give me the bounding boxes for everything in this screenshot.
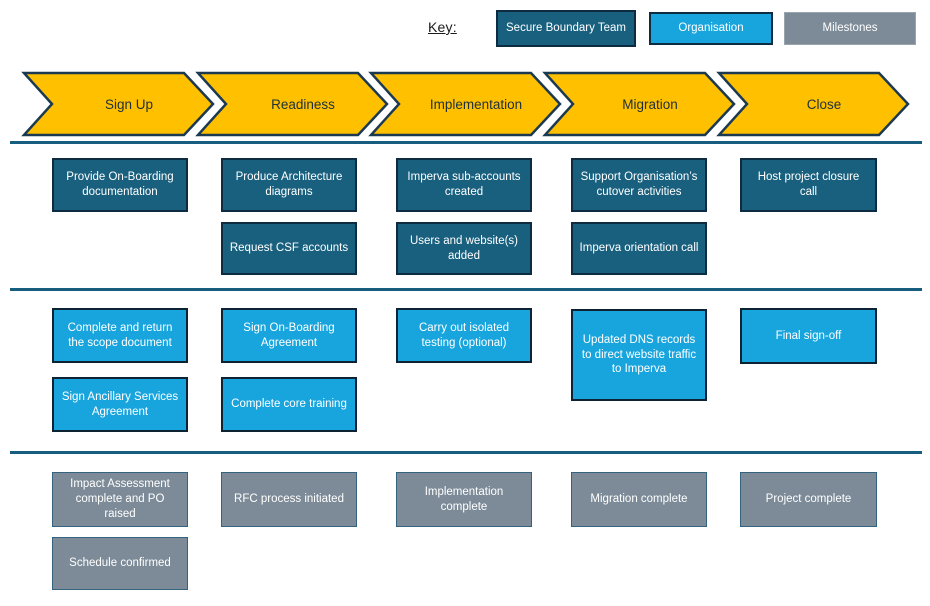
lane-divider-1 [10,141,922,144]
task-host-project-closure-call: Host project closure call [740,158,877,212]
task-label: Produce Architecture diagrams [235,171,343,198]
legend-milestones: Milestones [784,12,916,45]
legend-secure-boundary-team: Secure Boundary Team [496,10,636,47]
phase-chevron-close: Close [716,71,910,137]
phase-chevron-signup: Sign Up [21,71,215,137]
task-label: Imperva orientation call [579,242,699,255]
task-label: Sign Ancillary Services Agreement [61,390,179,418]
key-label: Key: [428,19,457,35]
milestone-label: Migration complete [590,493,688,506]
phase-chevron-migration: Migration [542,71,736,137]
task-updated-dns-records: Updated DNS records to direct website tr… [571,309,707,401]
milestone-impact-assessment-po-raised: Impact Assessment complete and PO raised [52,472,188,527]
task-final-sign-off: Final sign-off [740,308,877,364]
milestone-implementation-complete: Implementation complete [396,472,532,527]
milestone-migration-complete: Migration complete [571,472,707,527]
phase-label-signup: Sign Up [105,97,153,112]
milestone-schedule-confirmed: Schedule confirmed [52,537,188,590]
task-complete-return-scope-document: Complete and return the scope document [52,308,188,363]
milestone-project-complete: Project complete [740,472,877,527]
milestone-label: Schedule confirmed [69,557,171,570]
phase-label-close: Close [807,97,842,112]
task-label: Support Organisation’s cutover activitie… [580,171,698,198]
phase-label-implementation: Implementation [430,97,522,112]
phase-chevron-band: Sign Up Readiness Implementation Migrati… [21,71,910,137]
task-label: Sign On-Boarding Agreement [243,321,335,349]
milestone-label: RFC process initiated [234,493,344,506]
legend-milestones-label: Milestones [822,22,878,35]
task-sign-onboarding-agreement: Sign On-Boarding Agreement [221,308,357,363]
legend-organisation-label: Organisation [678,22,744,35]
task-produce-architecture-diagrams: Produce Architecture diagrams [221,158,357,212]
legend-organisation: Organisation [649,12,773,45]
phase-chevron-readiness: Readiness [195,71,389,137]
milestone-label: Impact Assessment complete and PO raised [70,478,170,520]
phase-label-migration: Migration [622,97,678,112]
legend-secure-boundary-team-label: Secure Boundary Team [506,22,626,35]
task-label: Complete core training [231,398,347,411]
phase-label-readiness: Readiness [271,97,335,112]
task-request-csf-accounts: Request CSF accounts [221,222,357,275]
lane-divider-3 [10,451,922,454]
milestone-label: Implementation complete [424,485,504,513]
task-label: Carry out isolated testing (optional) [418,321,510,349]
task-label: Provide On-Boarding documentation [66,171,174,198]
lane-divider-2 [10,288,922,291]
task-carry-out-isolated-testing: Carry out isolated testing (optional) [396,308,532,363]
task-users-and-websites-added: Users and website(s) added [396,222,532,275]
task-label: Request CSF accounts [229,242,349,255]
milestone-label: Project complete [765,493,852,506]
task-label: Host project closure call [757,171,860,198]
task-imperva-sub-accounts-created: Imperva sub-accounts created [396,158,532,212]
task-label: Updated DNS records to direct website tr… [581,333,697,376]
task-label: Complete and return the scope document [67,321,173,349]
task-label: Users and website(s) added [409,234,518,262]
phase-chevron-implementation: Implementation [368,71,562,137]
task-support-cutover-activities: Support Organisation’s cutover activitie… [571,158,707,212]
task-label: Final sign-off [775,329,842,342]
task-sign-ancillary-services-agreement: Sign Ancillary Services Agreement [52,377,188,432]
task-provide-onboarding-documentation: Provide On-Boarding documentation [52,158,188,212]
task-complete-core-training: Complete core training [221,377,357,432]
milestone-rfc-process-initiated: RFC process initiated [221,472,357,527]
task-imperva-orientation-call: Imperva orientation call [571,222,707,275]
task-label: Imperva sub-accounts created [407,171,521,198]
